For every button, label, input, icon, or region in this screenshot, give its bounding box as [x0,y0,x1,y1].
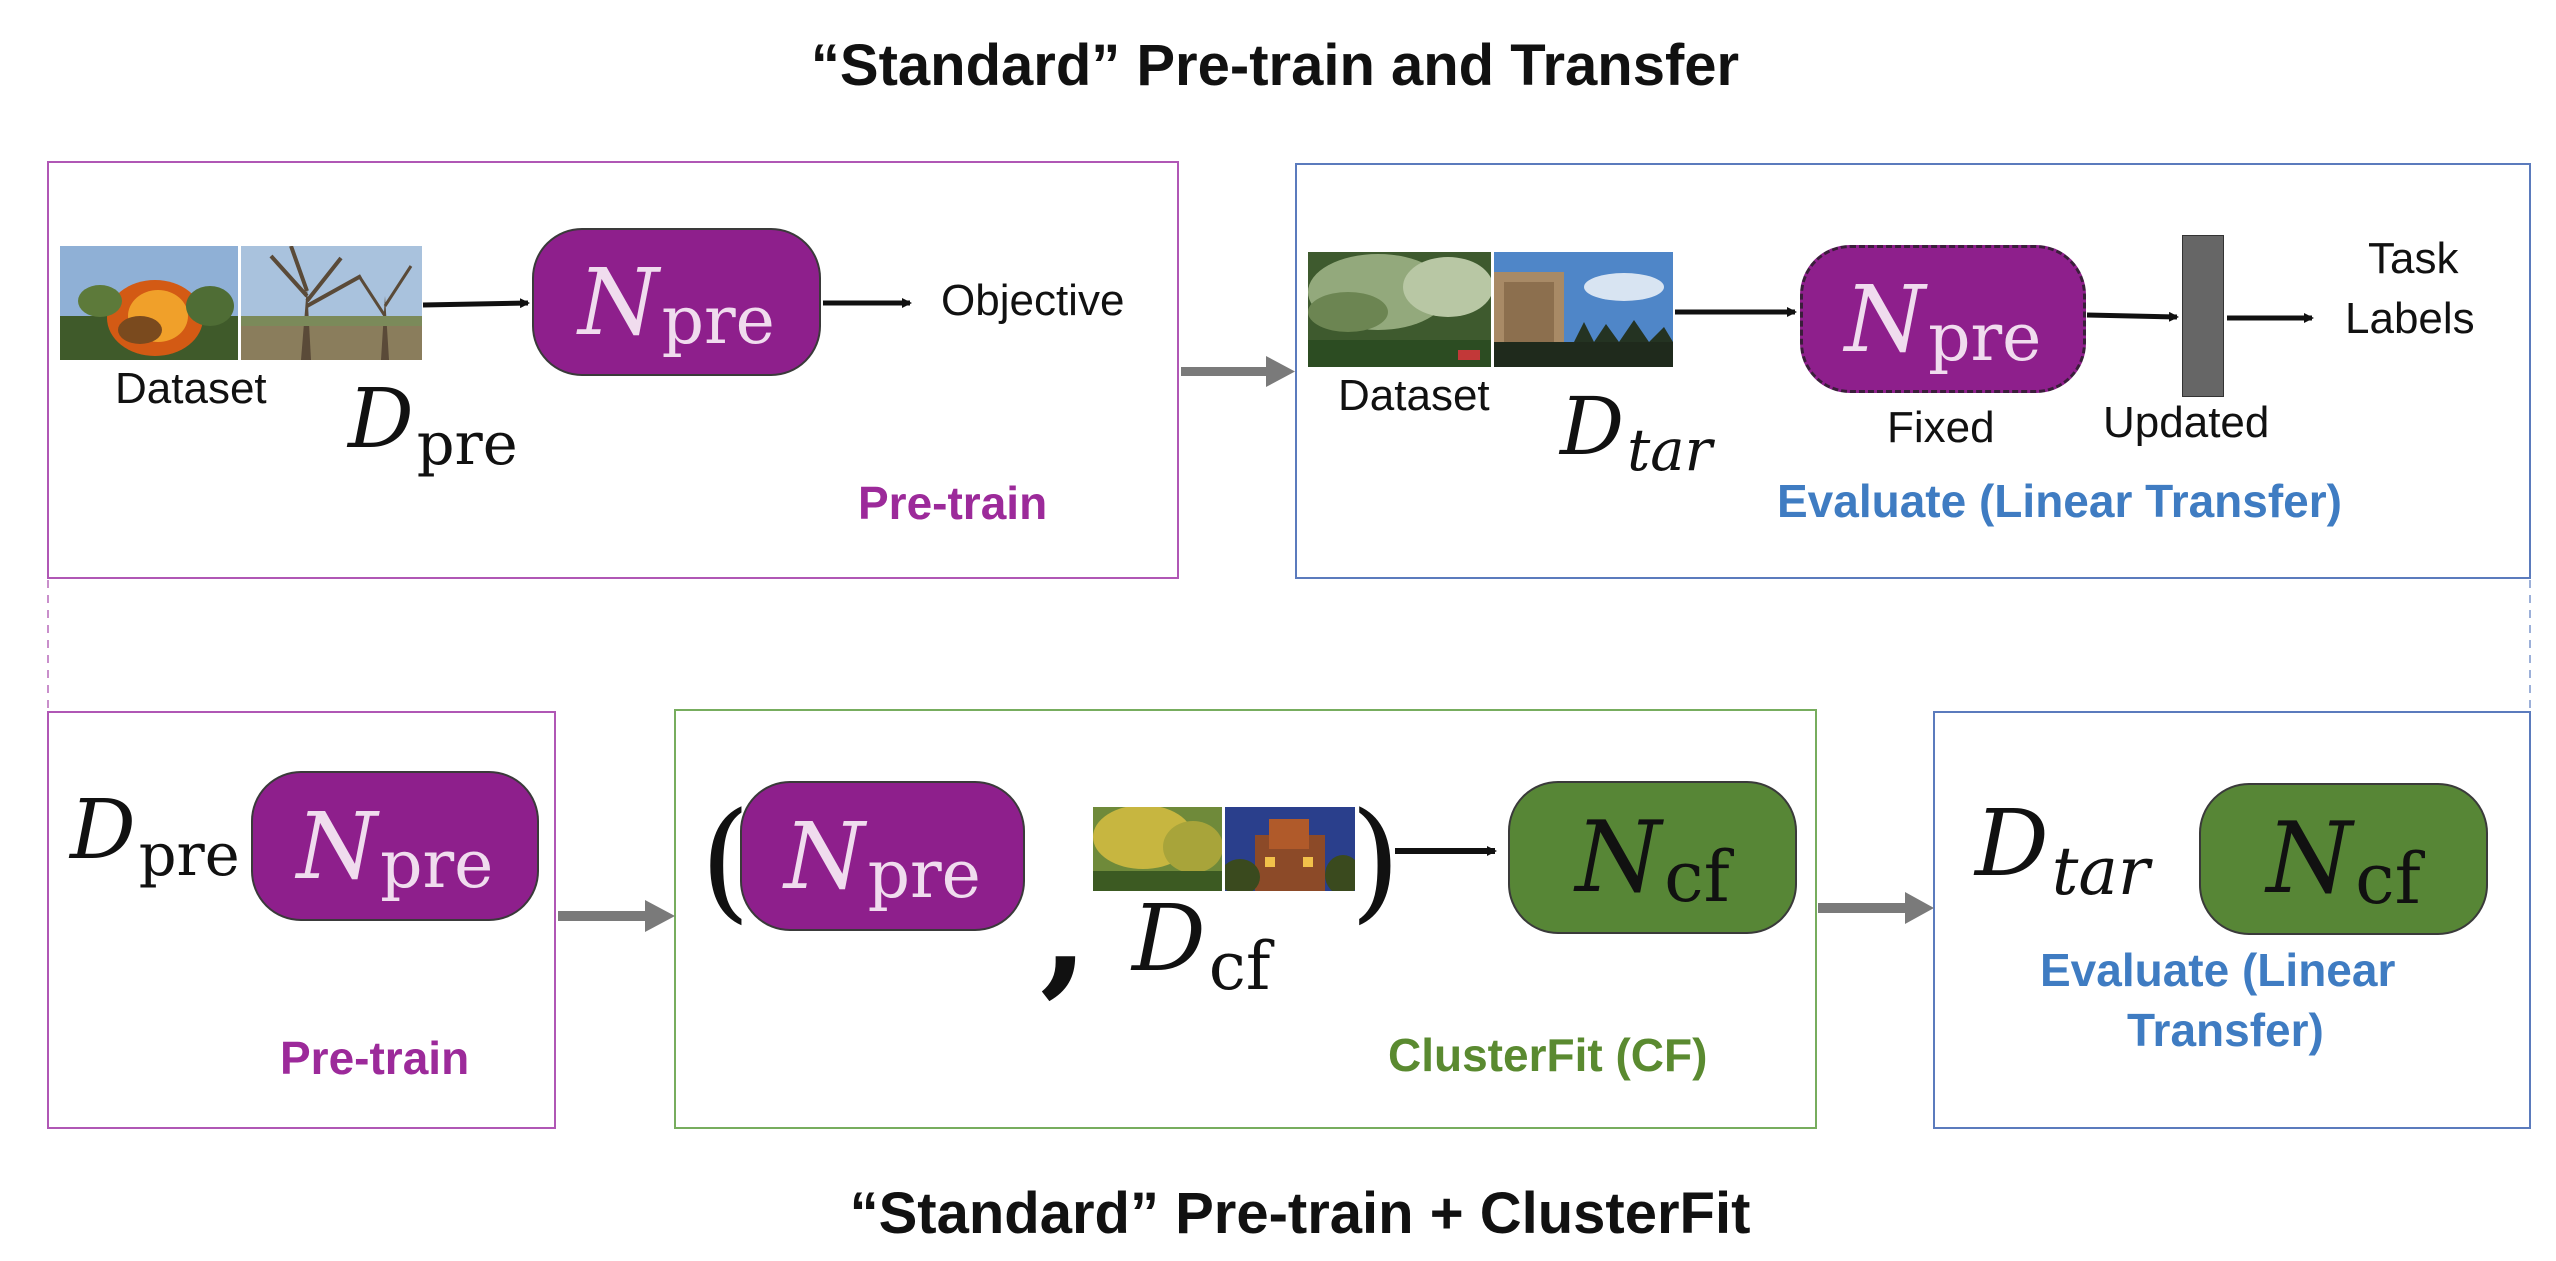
dataset-image-trees [241,246,422,360]
evaluate-stage-label-bottom-line1: Evaluate (Linear [2040,944,2396,996]
evaluate-stage-label-bottom-line2: Transfer) [2127,1004,2324,1056]
updated-label: Updated [2103,398,2270,447]
evaluate-stage-label: Evaluate (Linear Transfer) [1777,475,2342,527]
pretrain-stage-label: Pre-train [858,477,1048,529]
d-pre-symbol: Dpre [348,372,518,478]
stage-arrow-bottom-2 [1818,892,1934,924]
bottom-evaluate-panel [1933,711,2531,1129]
bottom-pretrain-panel [47,711,556,1129]
top-evaluate-panel [1295,163,2531,579]
task-labels-line1: Task [2368,234,2459,283]
top-title: “Standard” Pre-train and Transfer [810,33,1740,98]
fixed-label: Fixed [1887,403,1995,452]
d-cf-symbol: Dcf [1132,885,1271,1005]
dataset-image-oak [1308,252,1491,367]
arrow-dataset-to-npre [422,298,530,309]
bottom-title: “Standard” Pre-train + ClusterFit [849,1181,1751,1246]
d-tar-symbol: Dtar [1560,380,1713,485]
dataset-label-tar: Dataset [1338,371,1490,420]
task-labels-line2: Labels [2345,294,2475,343]
dataset-image-flower [60,246,238,360]
stage-arrow-bottom-1 [558,900,675,932]
bottom-clusterfit-panel [674,709,1817,1129]
dataset-image-willow [1093,807,1222,891]
d-tar-symbol-bottom: Dtar [1975,790,2150,910]
stage-arrow-top [1181,356,1295,387]
pretrain-stage-label-bottom: Pre-train [280,1032,470,1084]
linear-layer-bar [2182,235,2224,397]
dataset-image-night-building [1225,807,1355,891]
d-pre-symbol-bottom: Dpre [70,783,240,889]
arrow-npre-to-updated [2086,311,2179,322]
clusterfit-stage-label: ClusterFit (CF) [1388,1029,1708,1081]
comma: , [1040,848,1089,1012]
top-pretrain-panel [47,161,1179,579]
objective-label: Objective [941,276,1125,325]
dataset-label: Dataset [115,364,267,413]
close-paren: ) [1350,784,1401,936]
dataset-image-building [1494,252,1673,367]
